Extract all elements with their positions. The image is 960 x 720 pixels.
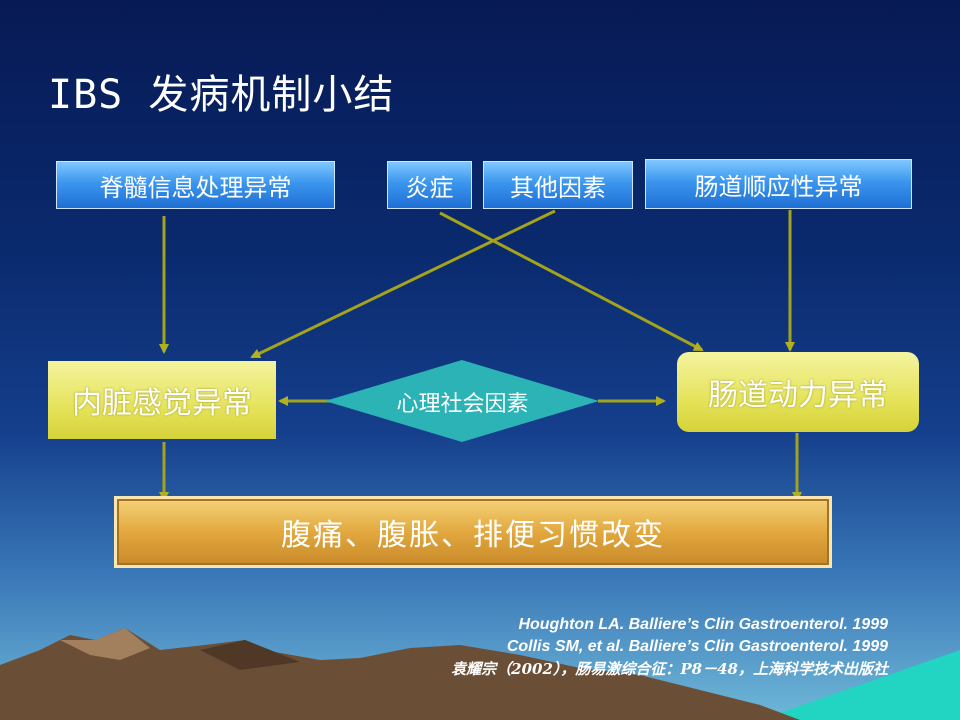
water-strip (760, 650, 960, 720)
arrow-other-to-visceral (250, 209, 556, 359)
mountain-range (0, 628, 800, 720)
symptoms-box: 腹痛、腹胀、排便习惯改变 (114, 496, 832, 568)
spinal-processing-box: 脊髓信息处理异常 (56, 161, 335, 209)
visceral-sensation-label: 内脏感觉异常 (72, 386, 252, 421)
visceral-sensation-box: 内脏感觉异常 (48, 361, 276, 439)
arrow-inflammation-to-motility (439, 211, 704, 352)
references: Houghton LA. Balliere’s Clin Gastroenter… (451, 614, 888, 680)
mountain-highlight (60, 628, 150, 660)
compliance-label: 肠道顺应性异常 (694, 172, 863, 201)
compliance-box: 肠道顺应性异常 (645, 159, 912, 209)
spinal-processing-label: 脊髓信息处理异常 (99, 173, 292, 202)
reference-item: Collis SM, et al. Balliere’s Clin Gastro… (506, 638, 888, 655)
inflammation-label: 炎症 (405, 173, 454, 202)
inflammation-box: 炎症 (387, 161, 472, 209)
psychosocial-diamond (325, 360, 599, 442)
symptoms-label: 腹痛、腹胀、排便习惯改变 (281, 518, 665, 553)
reference-item: 袁耀宗（2002），肠易激综合征：P8－48，上海科学技术出版社 (451, 660, 888, 678)
page-title: IBS 发病机制小结 (48, 72, 395, 118)
reference-item: Houghton LA. Balliere’s Clin Gastroenter… (518, 616, 888, 633)
motility-box: 肠道动力异常 (677, 352, 919, 432)
mountain-shadow (200, 640, 300, 670)
motility-label: 肠道动力异常 (708, 378, 888, 413)
other-factors-label: 其他因素 (510, 173, 606, 202)
psychosocial-label: 心理社会因素 (396, 392, 529, 417)
other-factors-box: 其他因素 (483, 161, 633, 209)
